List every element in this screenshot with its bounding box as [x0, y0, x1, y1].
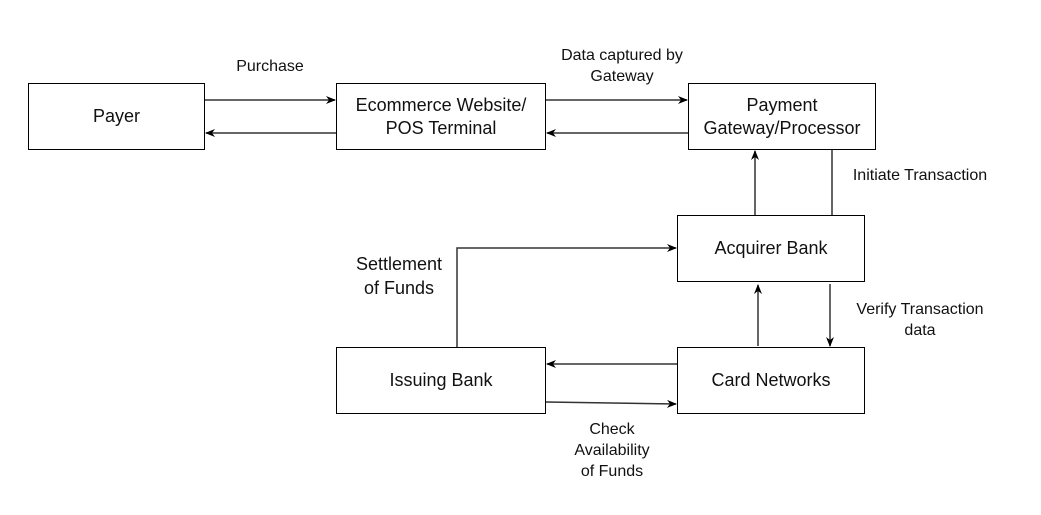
node-ecommerce: Ecommerce Website/ POS Terminal: [336, 83, 546, 150]
label-purchase: Purchase: [236, 58, 304, 75]
node-payment-gateway-label: Payment Gateway/Processor: [703, 94, 861, 138]
node-ecommerce-label: Ecommerce Website/ POS Terminal: [355, 94, 527, 138]
edge-issuing-to-acquirer-settlement: [456, 244, 677, 347]
node-acquirer-bank: Acquirer Bank: [677, 215, 865, 282]
node-payer: Payer: [28, 83, 205, 150]
label-initiate-transaction: Initiate Transaction: [852, 167, 988, 184]
node-card-networks: Card Networks: [677, 347, 865, 414]
label-check-availability: Check Availability of Funds: [574, 421, 650, 480]
label-verify-transaction: Verify Transaction data: [856, 301, 984, 339]
node-payment-gateway: Payment Gateway/Processor: [688, 83, 876, 150]
node-acquirer-bank-label: Acquirer Bank: [714, 238, 828, 258]
node-payer-label: Payer: [92, 106, 141, 126]
node-card-networks-label: Card Networks: [711, 370, 831, 390]
label-data-captured: Data captured by Gateway: [561, 47, 683, 85]
label-settlement-of-funds: Settlement of Funds: [355, 254, 443, 298]
edge-issuing-to-card-networks: [545, 399, 677, 408]
node-issuing-bank: Issuing Bank: [336, 347, 546, 414]
node-issuing-bank-label: Issuing Bank: [389, 370, 493, 390]
